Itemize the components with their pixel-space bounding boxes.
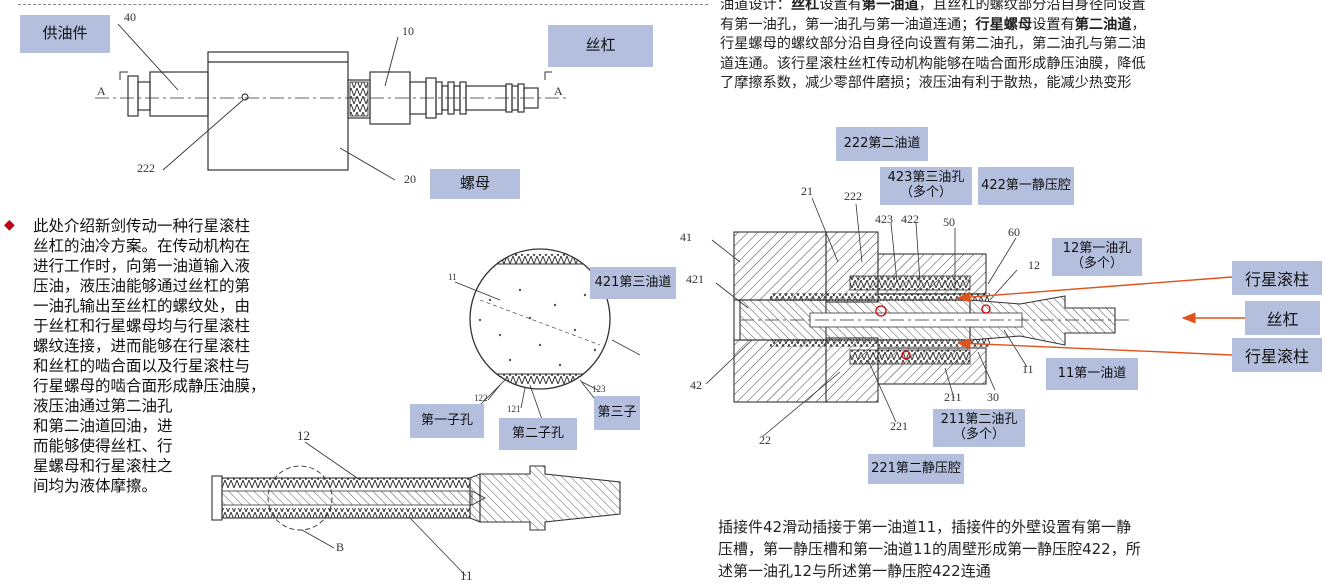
bullet-text-block: 此处介绍新剑传动一种行星滚柱 丝杠的油冷方案。在传动机构在 进行工作时，向第一油… [33, 216, 303, 496]
bullet-line: 一油孔输出至丝杠的螺纹处，由 [33, 297, 251, 315]
num-421: 421 [686, 272, 704, 286]
label-12-line1: 12第一油孔 [1062, 241, 1132, 257]
emphasis-term: 第二油道 [1074, 16, 1132, 33]
num-221: 221 [890, 419, 908, 433]
emphasis-term: 丝杠 [790, 0, 820, 13]
num-121: 121 [507, 404, 521, 414]
bullet-line: 间均为液体摩擦。 [33, 477, 158, 495]
label-supply-part: 供油件 [20, 15, 110, 53]
bullet-line: 星螺母和行星滚柱之 [33, 457, 173, 475]
label-12-line2: （多个） [1070, 256, 1123, 271]
num-21: 21 [801, 184, 813, 198]
num-11-circle: 11 [448, 272, 457, 282]
bottom-paragraph-line: 插接件42滑动插接于第一油道11，插接件的外壁设置有第一静 [718, 518, 1132, 536]
emphasis-term: 第一油道 [861, 0, 919, 13]
num-12-right: 12 [1028, 258, 1040, 272]
bullet-line: 和第二油道回油，进 [33, 417, 173, 435]
bullet-line: 和丝杠的啮合面以及行星滚柱与 [33, 357, 251, 375]
num-60: 60 [1008, 225, 1020, 239]
label-221-second-static-chamber: 221第二静压腔 [868, 454, 964, 484]
text-segment: 了摩擦系数，减少零部件磨损；液压油有利于散热，能减少热变形 [720, 75, 1132, 91]
bullet-line: 行星螺母的啮合面形成静压油膜， [33, 377, 266, 395]
num-50: 50 [943, 215, 955, 229]
label-423-line2: （多个） [899, 185, 952, 200]
text-segment: ， [1131, 16, 1146, 33]
label-222-second-oil-channel: 222第二油道 [836, 127, 928, 161]
top-paragraph-line: 有第一油孔，第一油孔与第一油道连通；行星螺母设置有第二油道， [720, 16, 1320, 36]
top-paragraph: 油道设计：丝杠设置有第一油道，且丝杠的螺纹部分沿自身径向设置有第一油孔，第一油孔… [720, 0, 1320, 94]
num-10: 10 [402, 24, 414, 38]
label-first-sub-hole: 第一子孔 [410, 404, 484, 438]
label-423-line1: 423第三油孔 [887, 170, 965, 186]
detail-marker-b: B [336, 540, 345, 554]
num-41: 41 [680, 230, 692, 244]
bottom-paragraph: 插接件42滑动插接于第一油道11，插接件的外壁设置有第一静 压槽，第一静压槽和第… [718, 516, 1318, 582]
arrow-label-planetary-roller-bottom: 行星滚柱 [1232, 338, 1322, 372]
text-segment: 设置有 [819, 0, 862, 13]
num-222-top: 222 [137, 161, 155, 175]
arrow-label-screw: 丝杠 [1245, 301, 1320, 335]
section-marker-a-left: A [97, 84, 106, 98]
top-paragraph-line: 道连通。该行星滚柱丝杠传动机构能够在啮合面形成静压油膜，降低 [720, 55, 1320, 75]
text-segment: ，且丝杠的螺纹部分沿自身径向设置 [918, 0, 1146, 13]
label-second-sub-hole: 第二子孔 [499, 418, 577, 450]
num-222-right: 222 [844, 189, 862, 203]
bullet-diamond-icon: ◆ [4, 217, 15, 233]
bullet-line: 压油，液压油能够通过丝杠的第 [33, 277, 251, 295]
bullet-line: 进行工作时，向第一油道输入液 [33, 257, 251, 275]
label-422-first-static-chamber: 422第一静压腔 [978, 167, 1074, 205]
top-left-assembly-drawing [95, 23, 570, 181]
arrow-label-planetary-roller-top: 行星滚柱 [1232, 261, 1322, 295]
num-30: 30 [987, 390, 999, 404]
bullet-line: 而能够使得丝杠、行 [33, 437, 173, 455]
right-section-drawing [705, 197, 1245, 438]
num-122: 122 [474, 393, 488, 403]
label-nut: 螺母 [430, 169, 520, 199]
bottom-paragraph-line: 压槽，第一静压槽和第一油道11的周壁形成第一静压腔422，所 [718, 540, 1141, 558]
num-22: 22 [759, 433, 771, 447]
num-20: 20 [404, 172, 416, 186]
bullet-line: 螺纹连接，进而能够在行星滚柱 [33, 337, 251, 355]
text-segment: 道连通。该行星滚柱丝杠传动机构能够在啮合面形成静压油膜，降低 [720, 55, 1146, 72]
num-42: 42 [690, 378, 702, 392]
top-dashed-border [18, 4, 708, 5]
num-422: 422 [901, 212, 919, 226]
top-paragraph-line: 油道设计：丝杠设置有第一油道，且丝杠的螺纹部分沿自身径向设置 [720, 0, 1320, 16]
num-11-right: 11 [1022, 362, 1034, 376]
label-211-second-oil-holes: 211第二油孔 （多个） [933, 409, 1025, 447]
label-12-first-oil-holes: 12第一油孔 （多个） [1052, 238, 1142, 276]
bullet-line: 液压油通过第二油孔 [33, 397, 173, 415]
text-segment: 有第一油孔，第一油孔与第一油道连通； [720, 16, 976, 33]
text-segment: 行星螺母的螺纹部分沿自身径向设置有第二油孔，第二油孔与第二油 [720, 36, 1146, 52]
bottom-screw-drawing [211, 441, 621, 577]
bullet-line: 于丝杠和行星螺母均与行星滚柱 [33, 317, 251, 335]
bullet-line: 丝杠的油冷方案。在传动机构在 [33, 237, 251, 255]
num-423: 423 [875, 212, 893, 226]
text-segment: 设置有 [1032, 16, 1075, 33]
top-paragraph-line: 行星螺母的螺纹部分沿自身径向设置有第二油孔，第二油孔与第二油 [720, 35, 1320, 55]
label-screw-top: 丝杠 [548, 25, 653, 67]
text-segment: 油道设计： [720, 0, 791, 13]
emphasis-term: 行星螺母 [975, 16, 1033, 33]
bullet-line: 此处介绍新剑传动一种行星滚柱 [33, 217, 251, 235]
section-marker-a-right: A [554, 84, 563, 98]
top-paragraph-line: 了摩擦系数，减少零部件磨损；液压油有利于散热，能减少热变形 [720, 74, 1320, 94]
label-211-line1: 211第二油孔 [940, 412, 1018, 428]
label-third-sub-hole: 第三子 [594, 396, 640, 430]
num-123: 123 [592, 384, 606, 394]
num-12-bottom: 12 [297, 428, 310, 443]
bottom-paragraph-line: 述第一油孔12与所述第一静压腔422连通 [718, 562, 991, 580]
label-421-third-oil-channel: 421第三油道 [590, 267, 676, 299]
label-211-line2: （多个） [952, 427, 1005, 442]
num-40: 40 [124, 10, 136, 24]
num-211: 211 [944, 390, 962, 404]
label-11-first-oil-channel: 11第一油道 [1046, 358, 1138, 390]
num-11-bottom: 11 [460, 568, 473, 583]
label-423-third-oil-holes: 423第三油孔 （多个） [880, 167, 972, 205]
